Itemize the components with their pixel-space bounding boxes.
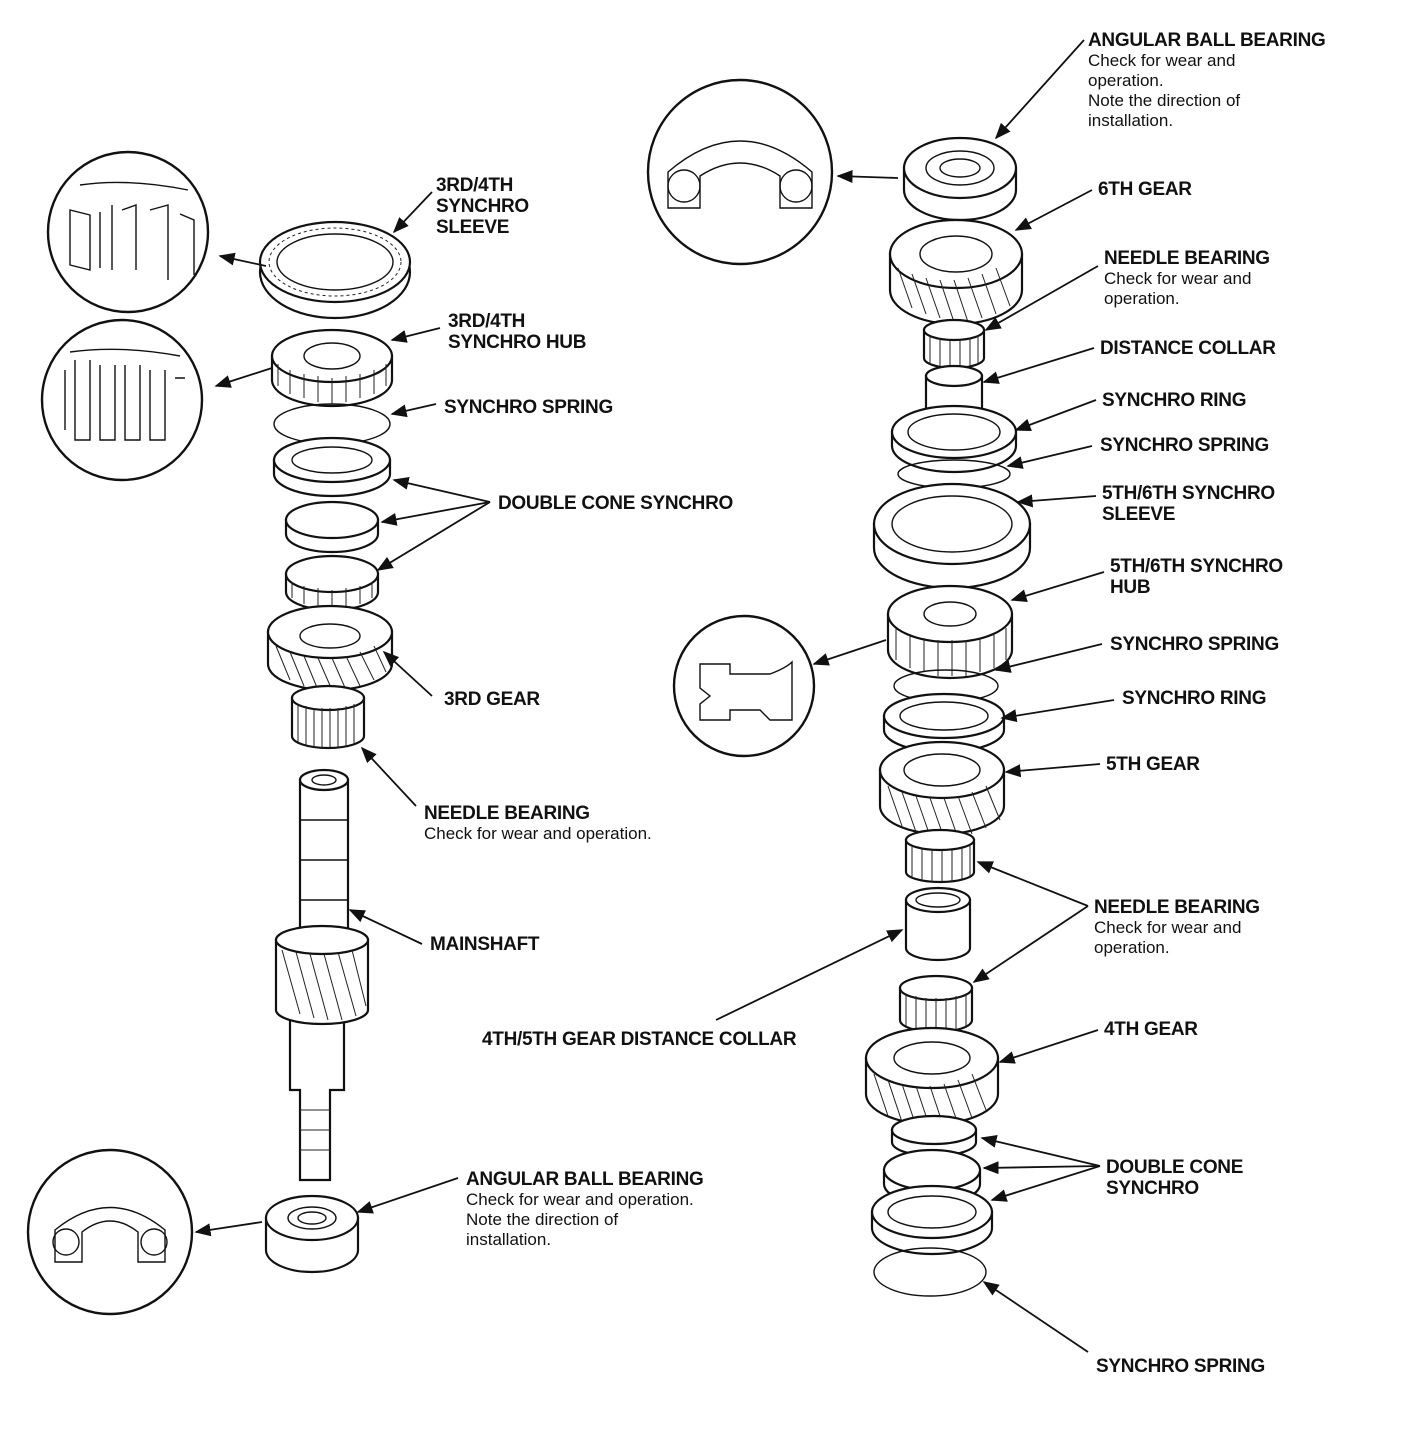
left-callout-hub-detail [40,318,204,482]
right-callout-hub-detail [672,614,816,758]
label-line: 5TH/6TH SYNCHRO [1102,483,1275,504]
label-note: Check for wear and [1088,51,1236,70]
label-line: NEEDLE BEARING [424,803,590,824]
label-distance-collar: DISTANCE COLLAR [1100,338,1276,359]
label-synchro-spring-top: SYNCHRO SPRING [1100,435,1269,456]
right-double-cone-synchro [870,1114,994,1256]
right-callout-bearing-detail [646,78,834,266]
right-synchro-ring-top [890,404,1018,474]
label-line: 3RD/4TH [436,175,514,196]
label-left-angular-ball-bearing: ANGULAR BALL BEARING Check for wear and … [466,1169,704,1250]
right-4th-gear [864,1026,1000,1129]
right-4th-5th-distance-collar [904,886,972,962]
right-synchro-spring-bottom [873,1247,987,1297]
left-assembly [26,150,412,1316]
label-mainshaft: MAINSHAFT [430,934,539,955]
left-angular-ball-bearing [264,1194,360,1274]
label-note: Note the direction of [1088,91,1241,110]
left-callout-bearing-detail [26,1148,194,1316]
label-line: DOUBLE CONE SYNCHRO [498,493,733,514]
label-line: ANGULAR BALL BEARING [466,1169,704,1190]
label-line: SYNCHRO [1106,1178,1199,1199]
right-needle-bearing-mid-lower [898,974,974,1034]
label-5th-6th-synchro-hub: 5TH/6TH SYNCHRO HUB [1110,556,1283,598]
label-right-angular-ball-bearing: ANGULAR BALL BEARING Check for wear and … [1088,30,1326,131]
label-4th-gear: 4TH GEAR [1104,1019,1198,1040]
label-line: NEEDLE BEARING [1094,897,1260,918]
label-left-double-cone-synchro: DOUBLE CONE SYNCHRO [498,493,733,514]
label-right-double-cone-synchro: DOUBLE CONE SYNCHRO [1106,1157,1243,1199]
label-line: 5TH/6TH SYNCHRO [1110,556,1283,577]
right-5th-gear [878,740,1006,839]
label-left-needle-bearing: NEEDLE BEARING Check for wear and operat… [424,803,652,844]
label-3rd-4th-synchro-hub: 3RD/4TH SYNCHRO HUB [448,311,586,353]
label-right-needle-bearing-mid: NEEDLE BEARING Check for wear and operat… [1094,897,1260,958]
right-6th-gear [888,218,1024,326]
left-synchro-sleeve [258,220,412,320]
label-note: Check for wear and [1094,918,1242,937]
leader-lines [194,39,1115,1353]
label-right-needle-bearing-top: NEEDLE BEARING Check for wear and operat… [1104,248,1270,309]
label-line: 3RD/4TH [448,311,526,332]
left-3rd-gear [266,604,394,692]
right-angular-ball-bearing [902,136,1018,222]
label-3rd-gear: 3RD GEAR [444,689,540,710]
label-4th-5th-gear-distance-collar: 4TH/5TH GEAR DISTANCE COLLAR [482,1029,797,1050]
right-needle-bearing-mid-upper [904,828,976,884]
right-synchro-hub [886,584,1014,680]
label-note: Check for wear and operation. [466,1190,694,1209]
label-synchro-ring-top: SYNCHRO RING [1102,390,1247,411]
label-line: NEEDLE BEARING [1104,248,1270,269]
right-needle-bearing-top [922,318,986,370]
label-line: SYNCHRO SPRING [1110,634,1279,655]
label-line: ANGULAR BALL BEARING [1088,30,1326,51]
label-note: installation. [466,1230,552,1249]
label-line: SYNCHRO RING [1122,688,1267,709]
label-note: operation. [1094,938,1170,957]
label-note: operation. [1104,289,1180,308]
left-double-cone-synchro [272,436,392,612]
right-synchro-ring-mid [882,692,1006,754]
left-callout-sleeve-detail [46,150,210,314]
label-6th-gear: 6TH GEAR [1098,179,1192,200]
label-left-synchro-spring: SYNCHRO SPRING [444,397,613,418]
label-note: operation. [1088,71,1164,90]
label-line: 6TH GEAR [1098,179,1192,200]
label-line: 4TH/5TH GEAR DISTANCE COLLAR [482,1029,797,1050]
label-line: SYNCHRO SPRING [1096,1356,1265,1377]
right-synchro-sleeve [872,482,1032,590]
right-assembly [646,78,1032,1297]
label-line: DOUBLE CONE [1106,1157,1244,1178]
label-synchro-spring-mid: SYNCHRO SPRING [1110,634,1279,655]
label-synchro-spring-bottom: SYNCHRO SPRING [1096,1356,1265,1377]
label-line: SYNCHRO [436,196,529,217]
label-line: SYNCHRO SPRING [1100,435,1269,456]
left-needle-bearing [290,684,366,750]
label-line: SYNCHRO HUB [448,332,587,353]
label-line: HUB [1110,577,1151,598]
label-5th-gear: 5TH GEAR [1106,754,1200,775]
label-line: 4TH GEAR [1104,1019,1198,1040]
left-synchro-hub [270,328,394,408]
label-line: 5TH GEAR [1106,754,1200,775]
label-line: SYNCHRO RING [1102,390,1247,411]
label-line: SLEEVE [1102,504,1176,525]
label-line: 3RD GEAR [444,689,540,710]
label-note: Check for wear and [1104,269,1252,288]
label-line: SLEEVE [436,217,510,238]
label-5th-6th-synchro-sleeve: 5TH/6TH SYNCHRO SLEEVE [1102,483,1275,525]
label-note: installation. [1088,111,1174,130]
left-mainshaft [274,768,370,1182]
label-line: SYNCHRO SPRING [444,397,613,418]
label-synchro-ring-mid: SYNCHRO RING [1122,688,1267,709]
label-note: Check for wear and operation. [424,824,652,843]
label-3rd-4th-synchro-sleeve: 3RD/4TH SYNCHRO SLEEVE [436,175,529,238]
label-line: MAINSHAFT [430,934,540,955]
label-note: Note the direction of [466,1210,619,1229]
label-line: DISTANCE COLLAR [1100,338,1276,359]
